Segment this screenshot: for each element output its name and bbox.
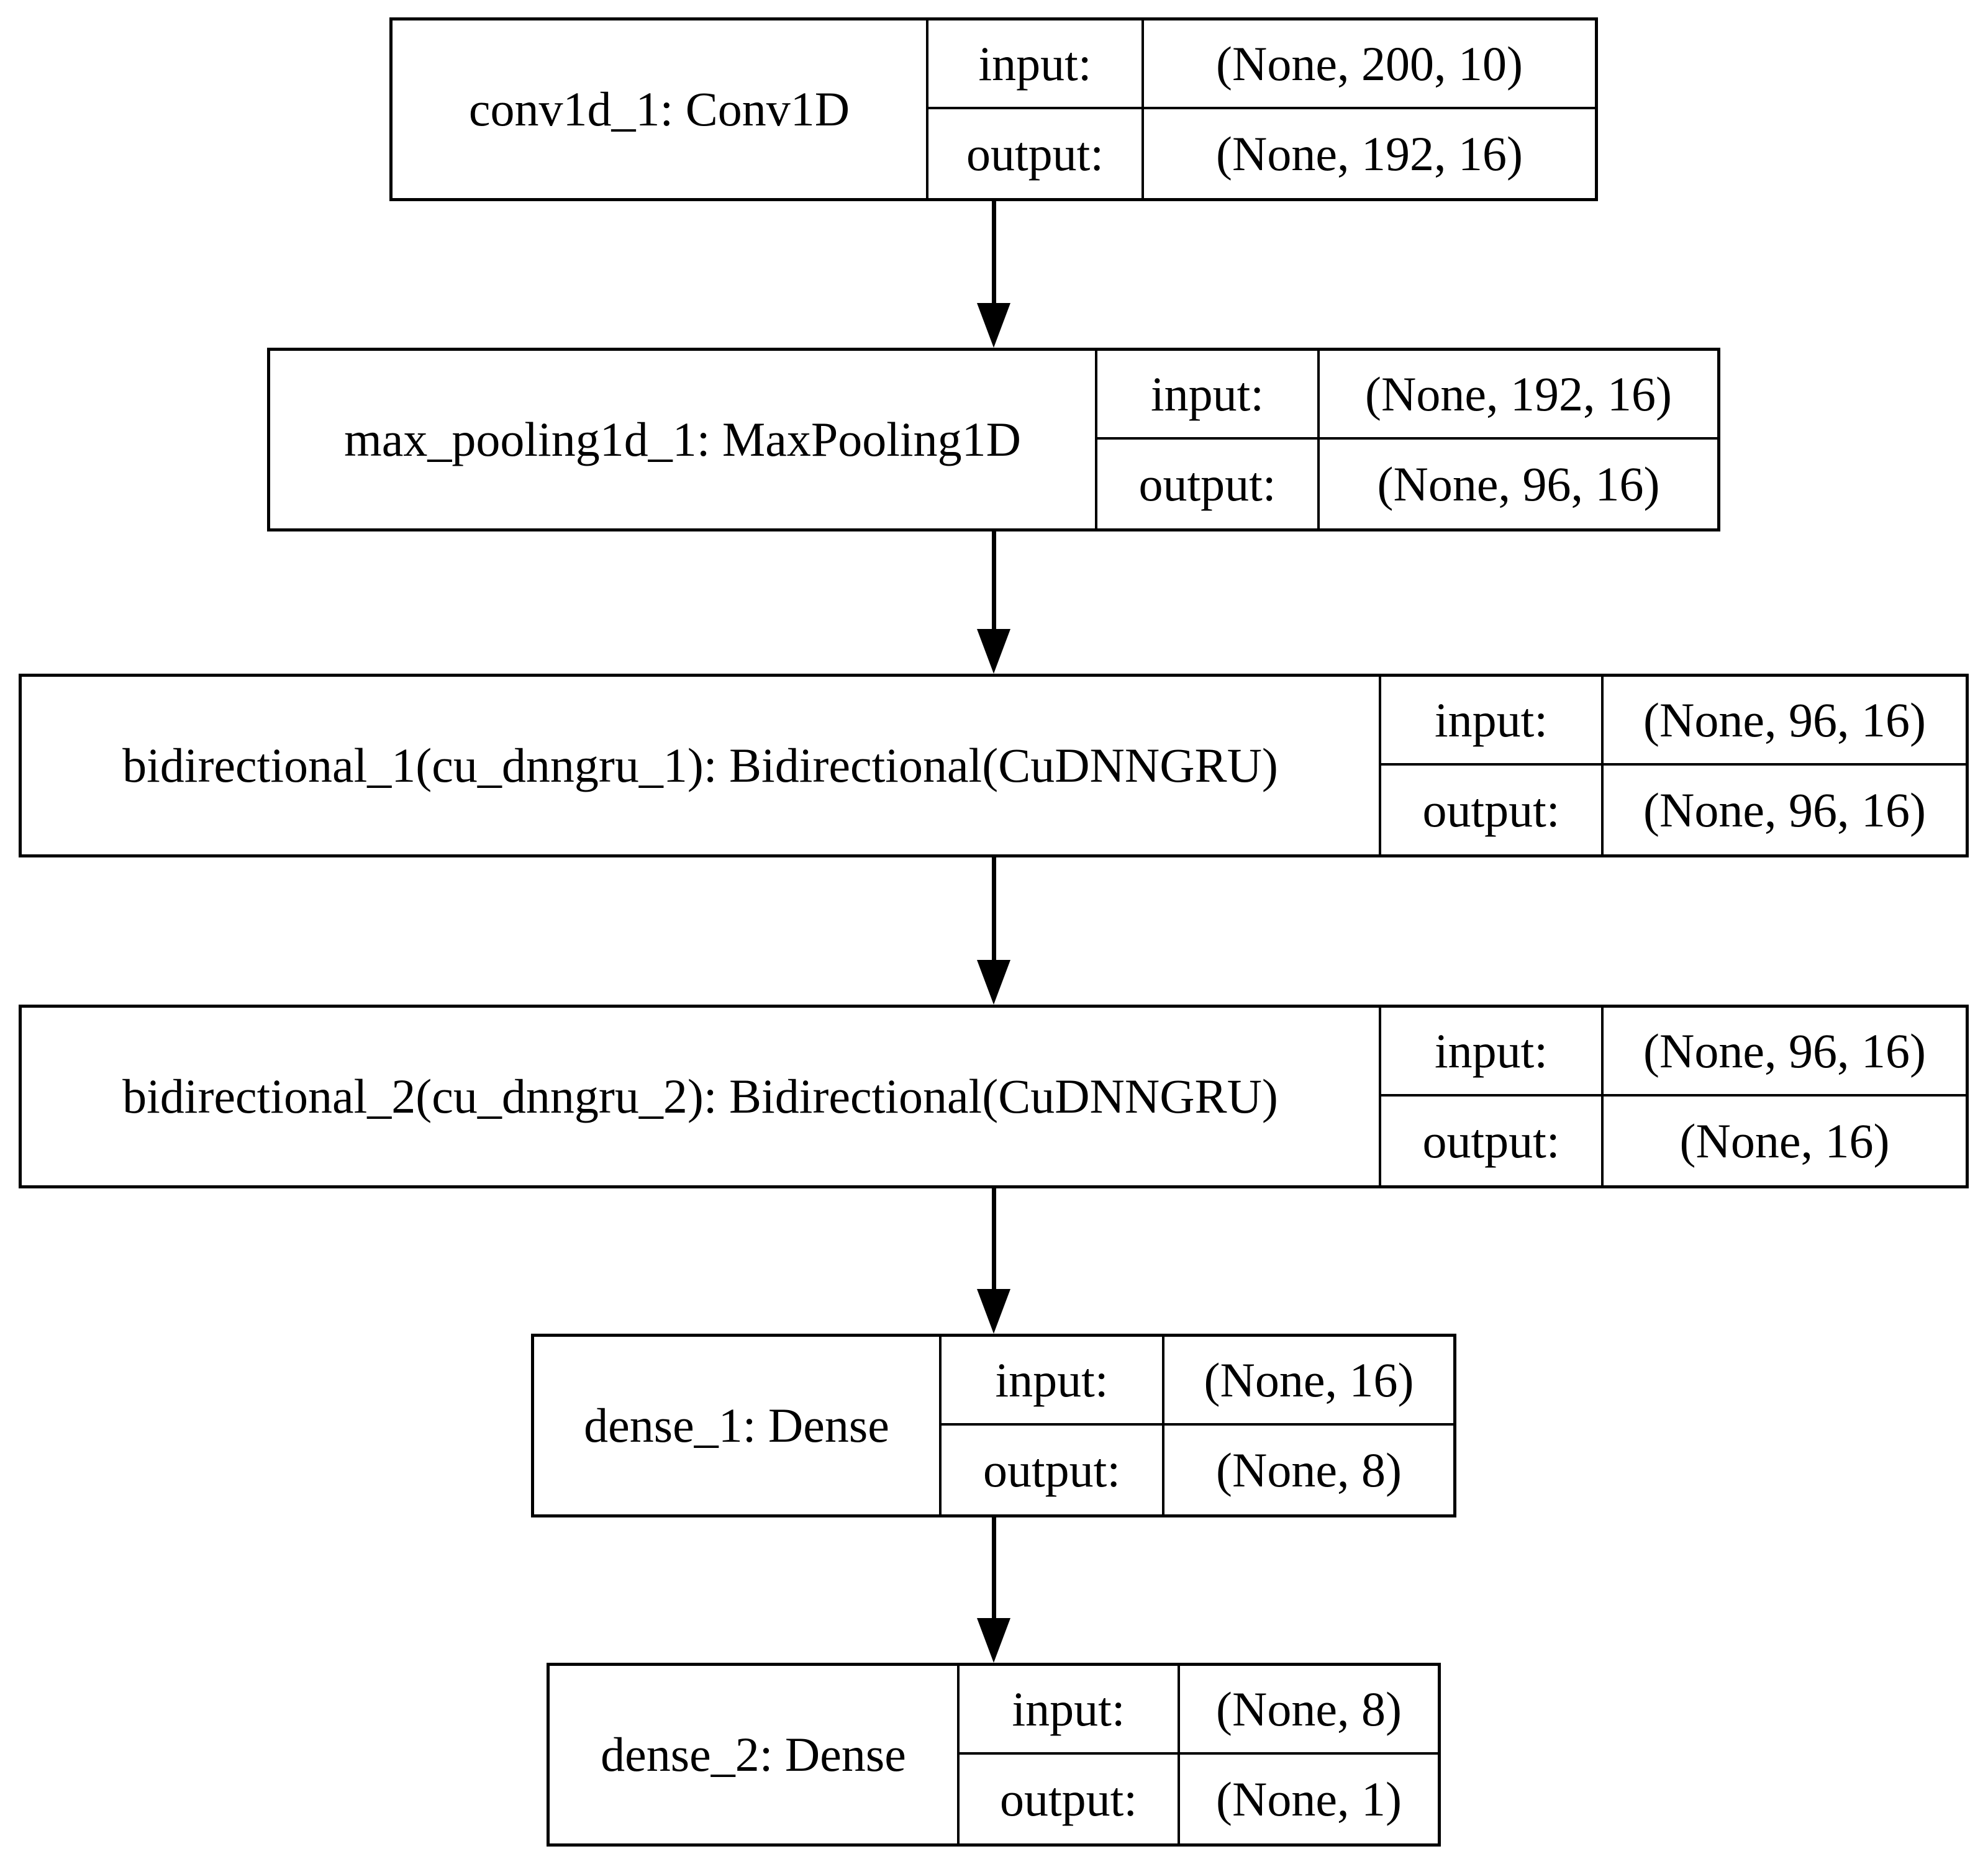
output-label: output: (942, 1426, 1164, 1514)
arrow-shaft (991, 531, 996, 629)
layer-name: bidirectional_1(cu_dnngru_1): Bidirectio… (22, 677, 1381, 854)
layer-node-dense_1: dense_1: Dense input: (None, 16) output:… (531, 1334, 1456, 1517)
output-shape: (None, 96, 16) (1643, 782, 1926, 837)
layer-name: conv1d_1: Conv1D (393, 20, 928, 198)
arrow-shaft (991, 857, 996, 960)
output-label: output: (960, 1755, 1180, 1843)
flow-arrow (976, 1188, 1011, 1334)
arrow-head-icon (977, 1289, 1010, 1334)
arrow-head-icon (977, 303, 1010, 348)
input-shape: (None, 16) (1164, 1337, 1453, 1426)
input-shape: (None, 192, 16) (1320, 351, 1717, 440)
layer-node-dense_2: dense_2: Dense input: (None, 8) output: … (547, 1663, 1441, 1847)
input-shape: (None, 96, 16) (1604, 1008, 1966, 1097)
output-shape: (None, 1) (1216, 1771, 1402, 1826)
input-label: input: (928, 20, 1144, 109)
input-label: input: (1381, 1008, 1604, 1097)
input-label: input: (1381, 677, 1604, 766)
layer-name: max_pooling1d_1: MaxPooling1D (270, 351, 1097, 528)
layer-node-max_pooling1d_1: max_pooling1d_1: MaxPooling1D input: (No… (267, 348, 1720, 531)
flow-arrow (976, 857, 1011, 1005)
output-label: output: (928, 109, 1144, 198)
arrow-shaft (991, 201, 996, 303)
output-label: output: (1097, 440, 1320, 528)
layer-name: bidirectional_2(cu_dnngru_2): Bidirectio… (22, 1008, 1381, 1185)
output-shape: (None, 16) (1679, 1113, 1890, 1168)
flow-arrow (976, 201, 1011, 348)
output-label: output: (1381, 766, 1604, 854)
input-label: input: (960, 1666, 1180, 1755)
arrow-head-icon (977, 629, 1010, 674)
flow-arrow (976, 531, 1011, 674)
arrow-head-icon (977, 960, 1010, 1005)
output-label: output: (1381, 1097, 1604, 1185)
arrow-shaft (991, 1517, 996, 1618)
layer-node-conv1d_1: conv1d_1: Conv1D input: (None, 200, 10) … (389, 17, 1598, 201)
arrow-shaft (991, 1188, 996, 1289)
layer-name: dense_2: Dense (550, 1666, 960, 1843)
input-label: input: (1097, 351, 1320, 440)
input-shape: (None, 200, 10) (1144, 20, 1595, 109)
layer-node-bidirectional_2: bidirectional_2(cu_dnngru_2): Bidirectio… (19, 1005, 1969, 1188)
input-label: input: (942, 1337, 1164, 1426)
flow-arrow (976, 1517, 1011, 1663)
layer-name: dense_1: Dense (534, 1337, 942, 1514)
input-shape: (None, 8) (1180, 1666, 1438, 1755)
output-shape: (None, 8) (1216, 1442, 1402, 1497)
output-shape: (None, 96, 16) (1377, 456, 1660, 511)
arrow-head-icon (977, 1618, 1010, 1663)
input-shape: (None, 96, 16) (1604, 677, 1966, 766)
output-shape: (None, 192, 16) (1216, 126, 1523, 181)
layer-node-bidirectional_1: bidirectional_1(cu_dnngru_1): Bidirectio… (19, 674, 1969, 857)
